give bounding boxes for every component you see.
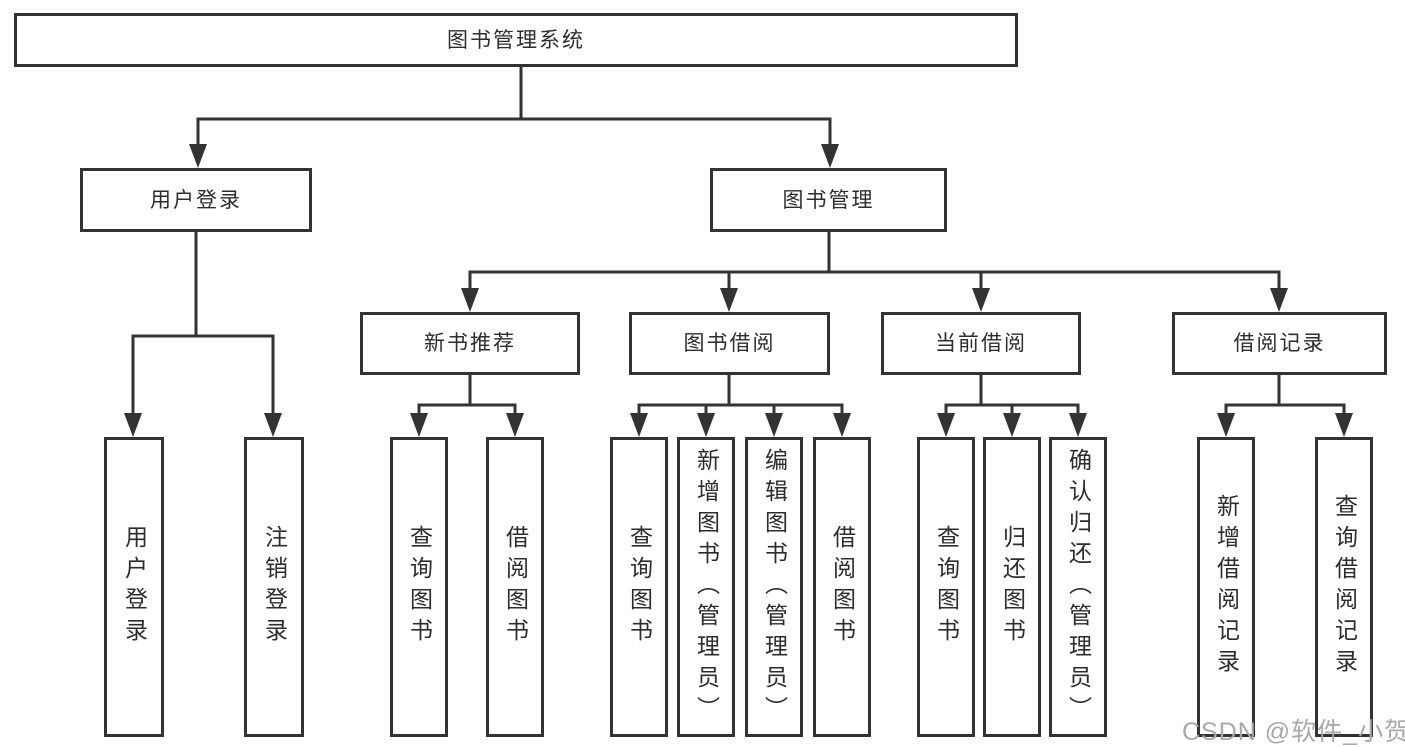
arrowhead-icon	[937, 413, 955, 437]
leaf-bb-add-books-admin: 新增图书（管理员）	[677, 437, 735, 737]
node-user-login: 用户登录	[80, 168, 312, 232]
arrowhead-icon	[1003, 413, 1021, 437]
connector-new-book-comb	[417, 403, 517, 416]
node-borrow-records: 借阅记录	[1172, 312, 1387, 375]
leaf-user-login: 用户登录	[104, 437, 164, 737]
arrowhead-icon	[630, 413, 648, 437]
arrowhead-icon	[765, 413, 783, 437]
leaf-nb-query-books: 查询图书	[390, 437, 448, 737]
arrowhead-icon	[124, 413, 142, 437]
arrowhead-icon	[1217, 413, 1235, 437]
node-library-management-system: 图书管理系统	[14, 13, 1018, 67]
arrowhead-icon	[461, 288, 479, 312]
leaf-cb-return-books: 归还图书	[983, 437, 1041, 737]
arrowhead-icon	[833, 413, 851, 437]
leaf-cb-query-books: 查询图书	[917, 437, 975, 737]
leaf-bb-edit-books-admin: 编辑图书（管理员）	[745, 437, 803, 737]
connector-current-borrow-comb	[944, 403, 1080, 416]
csdn-watermark: CSDN @软件_小贺同学	[1182, 718, 1405, 746]
arrowhead-icon	[720, 288, 738, 312]
arrowhead-icon	[821, 144, 839, 168]
arrowhead-icon	[506, 413, 524, 437]
connector-book-mgmt-comb	[468, 270, 1281, 292]
arrowhead-icon	[972, 288, 990, 312]
node-new-book-recommend: 新书推荐	[360, 312, 580, 375]
connector-book-borrow-comb	[637, 403, 844, 416]
connector-user-login-comb	[131, 334, 275, 416]
arrowhead-icon	[264, 413, 282, 437]
arrowhead-icon	[1335, 413, 1353, 437]
leaf-nb-borrow-books: 借阅图书	[486, 437, 544, 737]
leaf-br-add-record: 新增借阅记录	[1197, 437, 1255, 737]
leaf-bb-borrow-books: 借阅图书	[813, 437, 871, 737]
node-book-borrowing: 图书借阅	[629, 312, 830, 375]
node-current-borrowing: 当前借阅	[881, 312, 1081, 375]
node-book-management: 图书管理	[710, 168, 947, 232]
arrowhead-icon	[189, 144, 207, 168]
leaf-logout: 注销登录	[244, 437, 304, 737]
leaf-cb-confirm-return-admin: 确认归还（管理员）	[1049, 437, 1107, 737]
connector-level2-comb	[196, 117, 832, 148]
arrowhead-icon	[1069, 413, 1087, 437]
arrowhead-icon	[410, 413, 428, 437]
leaf-bb-query-books: 查询图书	[610, 437, 668, 737]
arrowhead-icon	[697, 413, 715, 437]
connector-borrow-records-comb	[1224, 403, 1346, 416]
arrowhead-icon	[1270, 288, 1288, 312]
leaf-br-query-record: 查询借阅记录	[1315, 437, 1373, 737]
